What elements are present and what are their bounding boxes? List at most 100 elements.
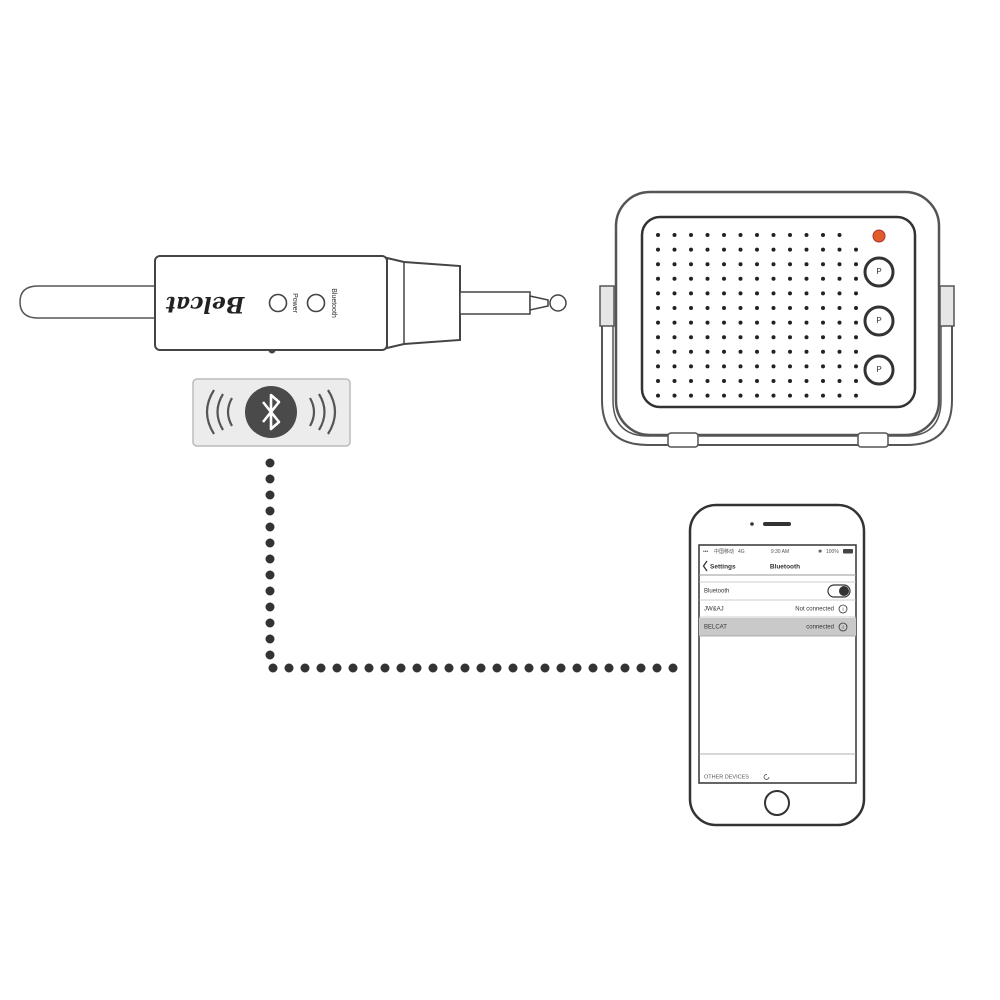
grille-dot: [656, 335, 660, 340]
grille-dot: [689, 306, 693, 310]
grille-dot: [854, 393, 858, 398]
grille-dot: [705, 247, 710, 252]
amp-panel: [640, 215, 917, 409]
grille-dot: [738, 335, 743, 340]
amp-knob[interactable]: P: [863, 305, 895, 337]
grille-dot: [738, 320, 743, 325]
signal-waves-right: [309, 389, 337, 435]
bluetooth-button[interactable]: [306, 293, 326, 313]
battery-percent: 100%: [826, 549, 839, 555]
grille-dot: [804, 393, 809, 398]
grille-dot: [672, 349, 677, 354]
grille-dot: [722, 320, 726, 325]
power-button[interactable]: [268, 293, 288, 313]
info-icon[interactable]: [838, 604, 848, 614]
grille-dot: [738, 393, 743, 398]
amp-knob[interactable]: P: [863, 354, 895, 386]
grille-dot: [854, 349, 858, 354]
grille-dot: [689, 276, 693, 281]
grille-dot: [656, 306, 660, 310]
grille-dot: [788, 262, 792, 267]
grille-dot: [705, 262, 710, 267]
grille-dot: [837, 291, 842, 296]
speaker-grille: [656, 233, 858, 398]
grille-dot: [722, 233, 726, 237]
grille-dot: [821, 320, 825, 325]
grille-dot: [821, 291, 825, 296]
grille-dot: [804, 247, 809, 252]
grille-dot: [722, 306, 726, 310]
grille-dot: [689, 364, 693, 369]
grille-dot: [821, 349, 825, 354]
grille-dot: [689, 379, 693, 383]
grille-dot: [672, 276, 677, 281]
grille-dot: [771, 393, 776, 398]
info-icon[interactable]: [838, 622, 848, 632]
device-row[interactable]: BELCAT connected i: [699, 618, 856, 637]
grille-dot: [854, 379, 858, 383]
grille-dot: [804, 306, 809, 310]
grille-dot: [837, 393, 842, 398]
selected-row-highlight: [699, 618, 856, 636]
grille-dot: [722, 393, 726, 398]
bluetooth-toggle[interactable]: [827, 584, 851, 598]
grille-dot: [722, 247, 726, 252]
grille-dot: [672, 262, 677, 267]
grille-dot: [705, 233, 710, 237]
back-chevron-icon[interactable]: [702, 560, 708, 572]
grille-dot: [788, 379, 792, 383]
grille-dot: [656, 320, 660, 325]
svg-text:•••: •••: [703, 549, 709, 555]
grille-dot: [689, 291, 693, 296]
grille-dot: [854, 320, 858, 325]
grille-dot: [804, 364, 809, 369]
grille-dot: [738, 291, 743, 296]
smartphone: ••• 中国移动 4G 9:30 AM ✱ 100% Settings Blue…: [688, 503, 866, 827]
grille-dot: [705, 276, 710, 281]
grille-dot: [738, 233, 743, 237]
grille-dot: [788, 349, 792, 354]
device-row[interactable]: JW&AJ Not connected i: [699, 604, 856, 618]
grille-dot: [705, 306, 710, 310]
device-name: JW&AJ: [704, 607, 724, 613]
grille-dot: [672, 364, 677, 369]
grille-dot: [788, 393, 792, 398]
grille-dot: [755, 262, 759, 267]
grille-dot: [656, 393, 660, 398]
grille-dot: [771, 349, 776, 354]
amp-knob[interactable]: P: [863, 256, 895, 288]
status-bar: ••• 中国移动 4G 9:30 AM ✱ 100%: [703, 548, 853, 555]
power-led: [872, 229, 886, 243]
other-devices-section: OTHER DEVICES: [699, 753, 856, 780]
device-status: connected: [806, 625, 834, 631]
bluetooth-row-label: Bluetooth: [704, 589, 729, 595]
grille-dot: [656, 379, 660, 383]
bluetooth-status-icon: ✱: [818, 549, 822, 555]
grille-dot: [804, 349, 809, 354]
grille-dot: [705, 393, 710, 398]
back-button[interactable]: Settings: [710, 564, 736, 571]
grille-dot: [771, 306, 776, 310]
grille-dot: [672, 233, 677, 237]
grille-dot: [854, 291, 858, 296]
grille-dot: [854, 262, 858, 267]
grille-dot: [837, 364, 842, 369]
grille-dot: [771, 335, 776, 340]
grille-dot: [755, 276, 759, 281]
grille-dot: [771, 247, 776, 252]
grille-dot: [705, 379, 710, 383]
grille-dot: [656, 247, 660, 252]
grille-dot: [788, 335, 792, 340]
grille-dot: [755, 349, 759, 354]
grille-dot: [821, 306, 825, 310]
knob-label: P: [876, 365, 881, 374]
home-button[interactable]: [764, 790, 790, 816]
grille-dot: [837, 335, 842, 340]
grille-dot: [837, 379, 842, 383]
grille-dot: [837, 247, 842, 252]
grille-dot: [672, 247, 677, 252]
grille-dot: [656, 233, 660, 237]
grille-dot: [738, 379, 743, 383]
grille-dot: [738, 306, 743, 310]
earpiece: [763, 522, 791, 526]
